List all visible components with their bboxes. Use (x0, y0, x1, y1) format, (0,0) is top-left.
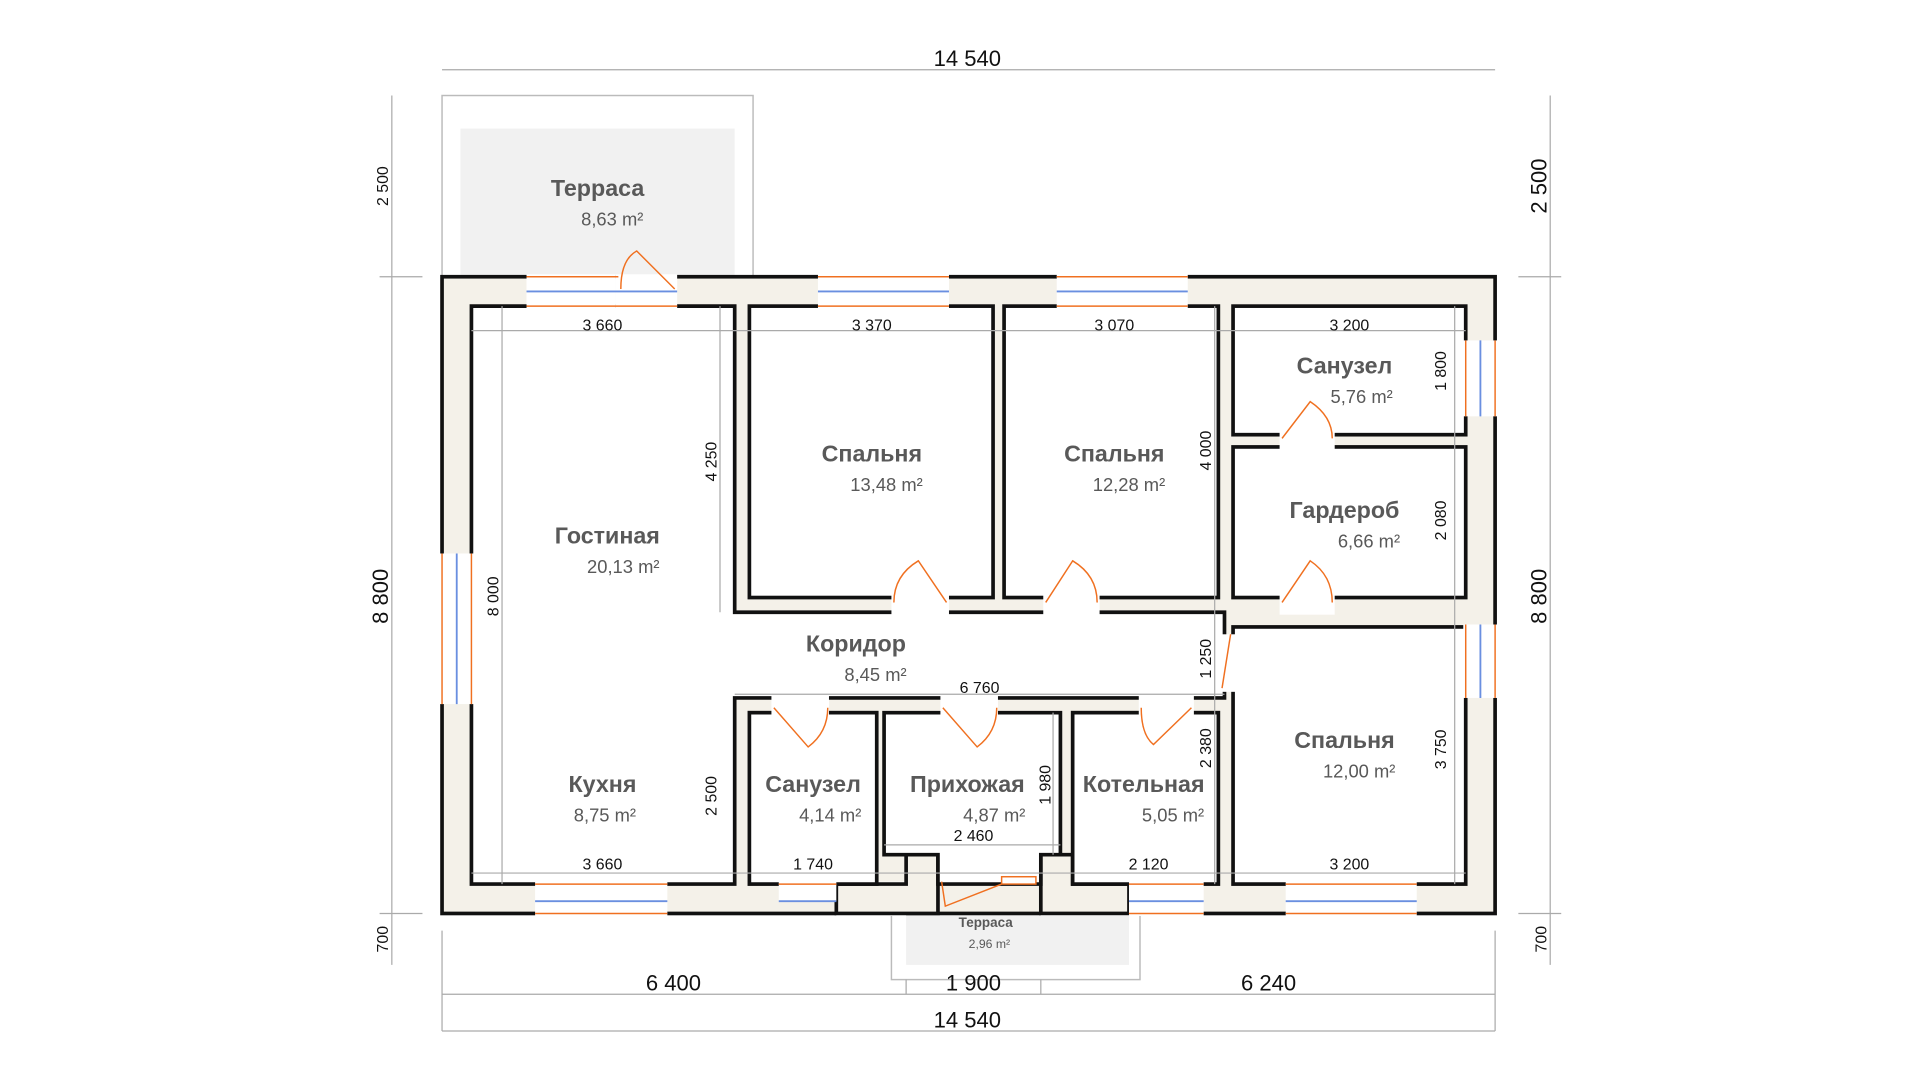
room-area: 8,45 m² (844, 664, 906, 685)
room-name: Спальня (1294, 727, 1394, 753)
window-top-1 (526, 274, 678, 309)
window-left (439, 553, 474, 705)
bathroom-1-area (1231, 304, 1468, 437)
room-area: 12,28 m² (1093, 474, 1165, 495)
room-area: 2,96 m² (969, 937, 1010, 951)
room-area: 5,76 m² (1331, 386, 1393, 407)
room-name: Санузел (1297, 352, 1393, 378)
room-name: Кухня (568, 771, 636, 797)
dim-left-bottom: 700 (375, 926, 392, 953)
dim-label: 1 800 (1433, 351, 1450, 391)
room-area: 13,48 m² (850, 474, 922, 495)
room-area: 5,05 m² (1142, 805, 1204, 826)
dim-label: 2 460 (954, 828, 994, 845)
dim-label: 3 200 (1329, 856, 1369, 873)
room-name: Терраса (959, 915, 1014, 930)
room-name: Гардероб (1290, 497, 1400, 523)
dim-label: 2 080 (1433, 500, 1450, 540)
dim-top-total: 14 540 (934, 46, 1001, 71)
dim-label: 3 370 (852, 318, 892, 335)
outer-dimension-labels: 14 540 6 400 1 900 6 240 14 540 2 500 8 … (368, 46, 1551, 1032)
room-area: 20,13 m² (587, 556, 659, 577)
wardrobe-area (1231, 445, 1468, 600)
dim-label: 1 980 (1038, 765, 1055, 805)
room-name: Прихожая (910, 771, 1025, 797)
dim-label: 3 750 (1433, 729, 1450, 769)
room-area: 12,00 m² (1323, 761, 1395, 782)
dim-label: 1 740 (793, 856, 833, 873)
dim-label: 2 500 (703, 776, 720, 816)
terrace-bottom (906, 915, 1129, 965)
window-right-1 (1463, 340, 1498, 417)
dim-label: 1 250 (1198, 639, 1215, 679)
room-name: Санузел (765, 771, 861, 797)
dim-label: 6 760 (960, 680, 1000, 697)
room-area: 4,14 m² (799, 805, 861, 826)
dim-bottom-total: 14 540 (934, 1007, 1001, 1032)
dim-right-terrace: 2 500 (1527, 159, 1552, 214)
room-labels: Терраса 8,63 m² Гостиная 20,13 m² Спальн… (551, 175, 1400, 951)
bedroom-1-area (747, 304, 995, 600)
dim-label: 8 000 (485, 576, 502, 616)
dim-bottom-right: 6 240 (1241, 971, 1296, 996)
room-area: 8,75 m² (574, 805, 636, 826)
dim-left-terrace: 2 500 (375, 166, 392, 206)
doors (615, 250, 1335, 908)
terrace-top (460, 128, 735, 277)
room-area: 8,63 m² (581, 208, 643, 229)
dim-bottom-mid: 1 900 (946, 971, 1001, 996)
dim-label: 3 070 (1094, 318, 1134, 335)
bedroom-3-area (1231, 625, 1468, 886)
room-area: 4,87 m² (963, 805, 1025, 826)
dim-label: 2 380 (1198, 728, 1215, 768)
dim-label: 3 660 (583, 856, 623, 873)
room-name: Спальня (1064, 441, 1164, 467)
hallway-area (882, 710, 1063, 886)
window-right-2 (1463, 624, 1498, 698)
dim-label: 3 200 (1329, 318, 1369, 335)
window-bottom-1 (535, 881, 668, 916)
windows (439, 274, 1498, 916)
window-top-3 (1056, 274, 1188, 309)
window-bottom-3 (1128, 881, 1204, 916)
room-name: Терраса (551, 175, 646, 201)
dim-label: 4 250 (703, 442, 720, 482)
window-bottom-4 (1285, 881, 1417, 916)
window-top-2 (817, 274, 949, 309)
dim-left-house: 8 800 (368, 569, 393, 624)
dim-bottom-left: 6 400 (646, 971, 701, 996)
dim-right-bottom: 700 (1534, 926, 1551, 953)
inner-dimension-labels: 3 660 3 370 3 070 3 200 1 800 4 250 4 00… (485, 318, 1450, 874)
window-bottom-2 (778, 881, 837, 903)
dim-label: 4 000 (1198, 431, 1215, 471)
room-name: Спальня (822, 441, 922, 467)
dim-label: 2 120 (1129, 856, 1169, 873)
dimension-lines (379, 69, 1562, 1032)
room-name: Гостиная (555, 523, 660, 549)
room-name: Котельная (1083, 771, 1205, 797)
room-area: 6,66 m² (1338, 530, 1400, 551)
bedroom-2-area (1002, 304, 1221, 600)
dim-label: 3 660 (583, 318, 623, 335)
room-name: Коридор (806, 630, 906, 656)
dim-right-house: 8 800 (1527, 569, 1552, 624)
